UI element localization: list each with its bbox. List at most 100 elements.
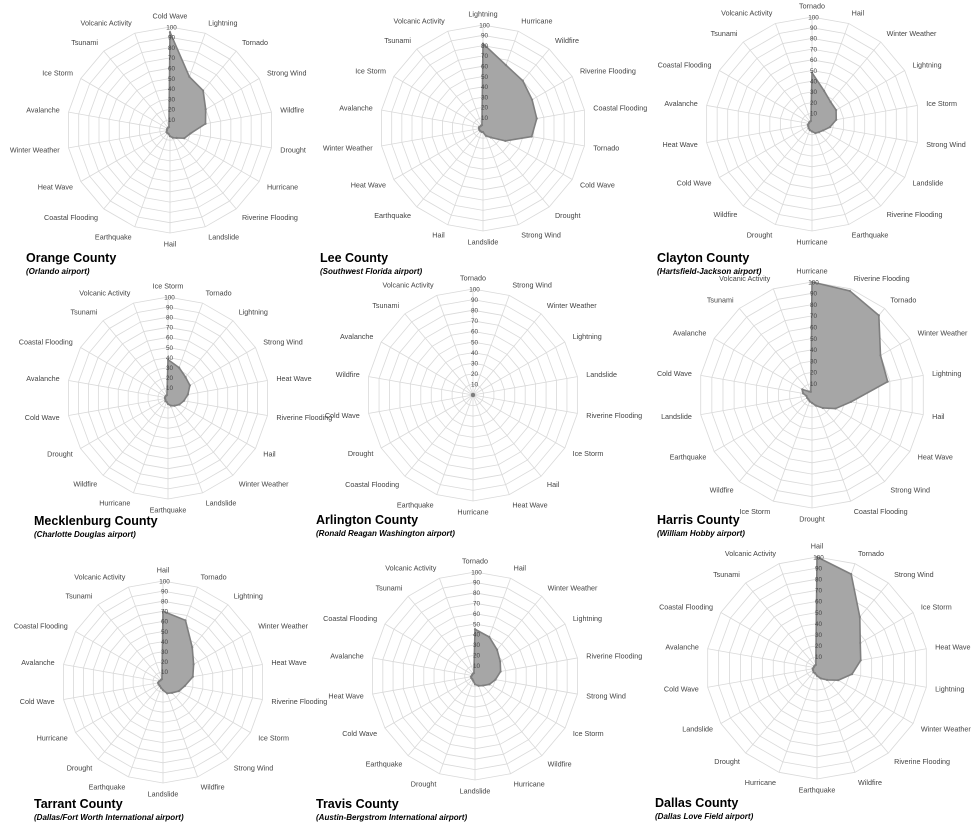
axis-label-earthquake: Earthquake: [799, 786, 836, 795]
radial-tick-label: 20: [815, 643, 823, 650]
axis-label-coastal-flooding: Coastal Flooding: [44, 213, 98, 222]
chart-title: Mecklenburg County: [34, 514, 158, 528]
data-point-landslide: [169, 404, 172, 407]
data-point-winter-weather: [829, 100, 832, 103]
data-point-strong-wind: [858, 615, 861, 619]
radial-tick-label: 90: [473, 580, 481, 587]
data-point-volcanic-activity: [480, 123, 484, 127]
axis-label-hurricane: Hurricane: [745, 778, 776, 787]
grid-spoke: [102, 397, 169, 476]
grid-spoke: [739, 394, 813, 482]
axis-label-ice-storm: Ice Storm: [153, 282, 184, 291]
data-point-coastal-flooding: [535, 117, 538, 120]
data-point-strong-wind: [204, 108, 207, 111]
chart-title: Dallas County: [655, 796, 739, 810]
axis-label-drought: Drought: [411, 780, 437, 789]
axis-label-strong-wind: Strong Wind: [267, 69, 307, 78]
radial-tick-label: 30: [161, 649, 169, 656]
radial-tick-label: 90: [161, 588, 169, 595]
data-point-wildfire: [164, 399, 167, 403]
radial-tick-label: 70: [166, 325, 174, 332]
data-point-winter-weather: [192, 663, 195, 666]
grid-spoke: [63, 664, 164, 683]
axis-label-earthquake: Earthquake: [150, 506, 187, 515]
grid-spoke: [742, 41, 813, 125]
radial-tick-label: 20: [810, 370, 818, 377]
data-point-hail: [849, 400, 853, 403]
radial-tick-label: 40: [815, 621, 823, 628]
grid-spoke: [167, 397, 203, 494]
axis-label-landslide: Landslide: [468, 238, 499, 247]
radial-tick-label: 50: [473, 621, 481, 628]
axis-label-ice-storm: Ice Storm: [42, 69, 73, 78]
axis-label-earthquake: Earthquake: [374, 211, 411, 220]
grid-spoke: [447, 31, 484, 129]
grid-spoke: [103, 129, 171, 210]
radial-tick-label: 30: [473, 642, 481, 649]
axis-label-hurricane: Hurricane: [267, 183, 298, 192]
radial-tick-label: 90: [481, 33, 489, 40]
data-point-hail: [178, 403, 181, 406]
axis-label-tsunami: Tsunami: [372, 301, 399, 310]
grid-spoke: [381, 341, 474, 396]
grid-spoke: [436, 295, 474, 396]
axis-label-lightning: Lightning: [468, 10, 497, 19]
data-point-cold-wave: [504, 139, 507, 142]
data-point-riverine-flooding: [183, 684, 186, 687]
grid-spoke: [706, 123, 813, 143]
axis-label-avalanche: Avalanche: [26, 374, 59, 383]
axis-label-riverine-flooding: Riverine Flooding: [580, 67, 636, 76]
chart-subtitle: (William Hobby airport): [657, 529, 745, 538]
data-point-lightning: [834, 108, 838, 112]
data-point-strong-wind: [484, 134, 487, 137]
axis-label-strong-wind: Strong Wind: [263, 338, 303, 347]
radial-tick-label: 20: [481, 105, 489, 112]
grid-spoke: [80, 347, 169, 399]
data-point-ice-storm: [177, 689, 180, 693]
axis-label-hurricane: Hurricane: [99, 499, 130, 508]
grid-spoke: [162, 681, 229, 760]
data-point-tornado: [877, 314, 880, 317]
axis-label-lightning: Lightning: [208, 18, 237, 27]
data-point-winter-weather: [837, 679, 840, 682]
axis-label-strong-wind: Strong Wind: [586, 691, 626, 700]
data-point-drought: [812, 671, 815, 674]
radial-tick-label: 80: [471, 308, 479, 315]
grid-spoke: [97, 604, 164, 683]
radial-tick-label: 30: [166, 365, 174, 372]
axis-label-tornado: Tornado: [462, 557, 488, 566]
axis-label-riverine-flooding: Riverine Flooding: [271, 697, 327, 706]
data-point-hail: [168, 135, 172, 138]
axis-label-hail: Hail: [852, 9, 865, 18]
axis-label-winter-weather: Winter Weather: [887, 29, 937, 38]
data-point-wildfire: [807, 398, 810, 401]
axis-label-drought: Drought: [47, 450, 73, 459]
data-point-riverine-flooding: [825, 678, 829, 682]
data-point-wildfire: [166, 692, 169, 695]
axis-label-ice-storm: Ice Storm: [926, 99, 957, 108]
data-point-ice-storm: [166, 358, 170, 361]
axis-label-volcanic-activity: Volcanic Activity: [725, 549, 777, 558]
radial-tick-label: 60: [810, 325, 818, 332]
axis-label-heat-wave: Heat Wave: [918, 453, 953, 462]
radial-tick-label: 50: [810, 336, 818, 343]
radial-tick-label: 80: [166, 315, 174, 322]
grid-spoke: [719, 70, 813, 125]
axis-label-landslide: Landslide: [208, 233, 239, 242]
grid-spoke: [472, 341, 565, 396]
data-point-hurricane: [477, 684, 480, 687]
axis-label-hurricane: Hurricane: [796, 267, 827, 276]
axis-label-ice-storm: Ice Storm: [355, 67, 386, 76]
radial-tick-label: 80: [161, 599, 169, 606]
axis-label-wildfire: Wildfire: [555, 36, 579, 45]
grid-spoke: [128, 681, 164, 778]
axis-label-ice-storm: Ice Storm: [740, 507, 771, 516]
data-point-strong-wind: [188, 384, 191, 387]
data-point-heat-wave: [834, 407, 837, 410]
grid-spoke: [404, 394, 474, 477]
radial-tick-label: 20: [471, 371, 479, 378]
grid-spoke: [407, 675, 476, 756]
grid-spoke: [439, 578, 476, 677]
